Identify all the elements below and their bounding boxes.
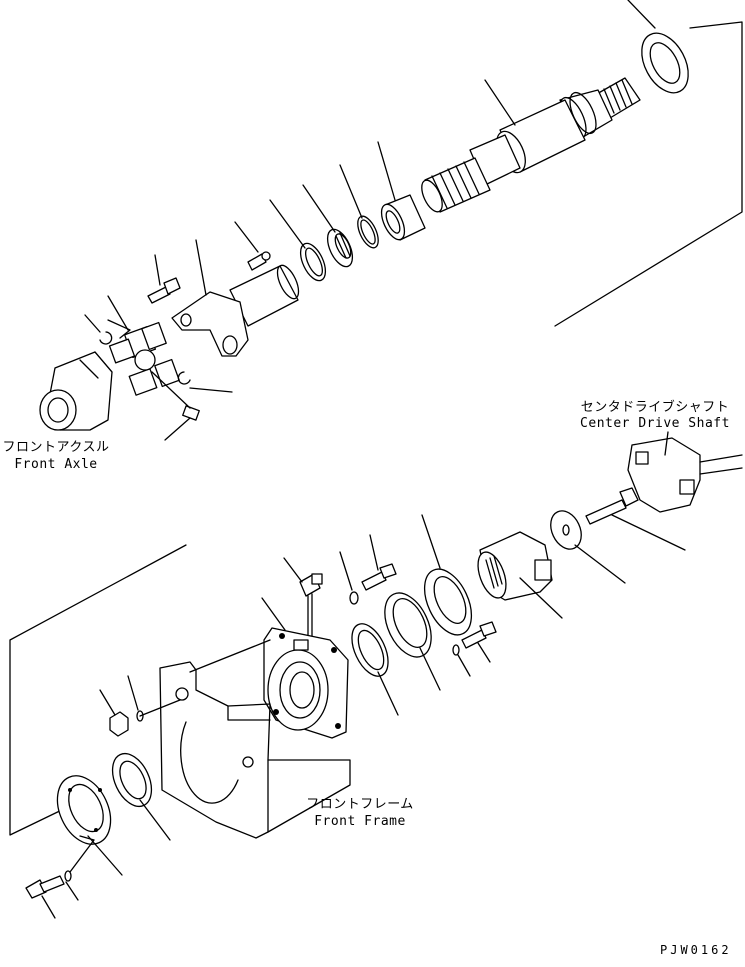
leader-line — [189, 387, 233, 393]
retaining-ring — [299, 242, 327, 282]
front-axle-housing — [39, 351, 113, 431]
bottom-bolt — [25, 839, 95, 899]
seal-ring-top — [641, 32, 689, 94]
upper-assembly-outline — [554, 21, 743, 327]
leader-line — [664, 431, 669, 456]
cover-plate — [56, 775, 112, 845]
leader-line — [574, 544, 626, 584]
center-drive-shaft-label-jp: センタドライブシャフト — [580, 400, 730, 415]
bolt-middle — [349, 563, 397, 605]
leader-line — [234, 221, 259, 253]
center-drive-shaft-yoke — [627, 437, 743, 513]
leader-line — [477, 642, 491, 663]
slip-yoke — [171, 264, 300, 357]
leader-line — [99, 689, 116, 716]
leader-line — [41, 895, 56, 919]
collar-sleeve — [380, 194, 426, 241]
leader-line — [611, 514, 686, 551]
leader-line — [484, 79, 516, 126]
thrust-washer — [550, 510, 582, 550]
leader-line — [151, 371, 191, 409]
leader-line — [87, 835, 123, 876]
nut-and-washer — [109, 699, 181, 737]
leader-line — [283, 557, 303, 583]
center-drive-shaft-label-en: Center Drive Shaft — [580, 416, 730, 431]
leader-line — [302, 184, 336, 233]
leader-line — [419, 647, 441, 691]
leader-line — [369, 534, 379, 571]
leader-line — [377, 141, 396, 201]
leader-line — [627, 0, 656, 29]
drawing-number: PJW0162 — [660, 943, 732, 957]
leader-line — [84, 314, 101, 333]
small-bolt — [452, 621, 497, 656]
leader-line — [139, 799, 171, 841]
front-axle-label-en: Front Axle — [14, 457, 98, 472]
leader-line — [127, 675, 139, 711]
snap-clip-left — [99, 331, 113, 345]
seal-ring — [384, 592, 432, 658]
leader-line — [261, 597, 286, 631]
leader-line — [339, 164, 363, 219]
universal-joint — [107, 319, 180, 396]
leader-line — [457, 654, 471, 677]
leader-line — [269, 199, 306, 249]
o-ring — [351, 623, 389, 677]
leader-line — [107, 295, 129, 331]
leader-line — [195, 239, 207, 296]
grease-nipple — [182, 405, 200, 421]
leader-line — [154, 254, 161, 286]
oil-seal-large — [423, 568, 473, 636]
front-frame-plate — [9, 544, 351, 839]
leader-line — [377, 671, 399, 716]
leader-line — [339, 551, 353, 591]
flange-yoke — [477, 531, 553, 601]
splined-shaft — [421, 77, 641, 213]
snap-ring — [357, 215, 379, 249]
snap-clip-right — [177, 371, 191, 385]
lower-oil-seal — [111, 752, 153, 808]
front-axle-label-jp: フロントアクスル — [2, 440, 110, 455]
leader-line — [65, 881, 79, 901]
grease-fitting — [247, 251, 271, 271]
leader-line — [519, 577, 563, 619]
bearing — [326, 228, 354, 268]
bearing-housing — [263, 627, 349, 739]
bolt-upper — [147, 277, 181, 304]
leader-line — [164, 417, 191, 441]
front-frame-label-en: Front Frame — [314, 814, 406, 829]
front-frame-label-jp: フロントフレーム — [306, 797, 414, 812]
leader-line — [79, 835, 95, 841]
long-bolt — [585, 487, 639, 525]
breather-fitting — [299, 573, 323, 641]
leader-line — [421, 514, 441, 569]
